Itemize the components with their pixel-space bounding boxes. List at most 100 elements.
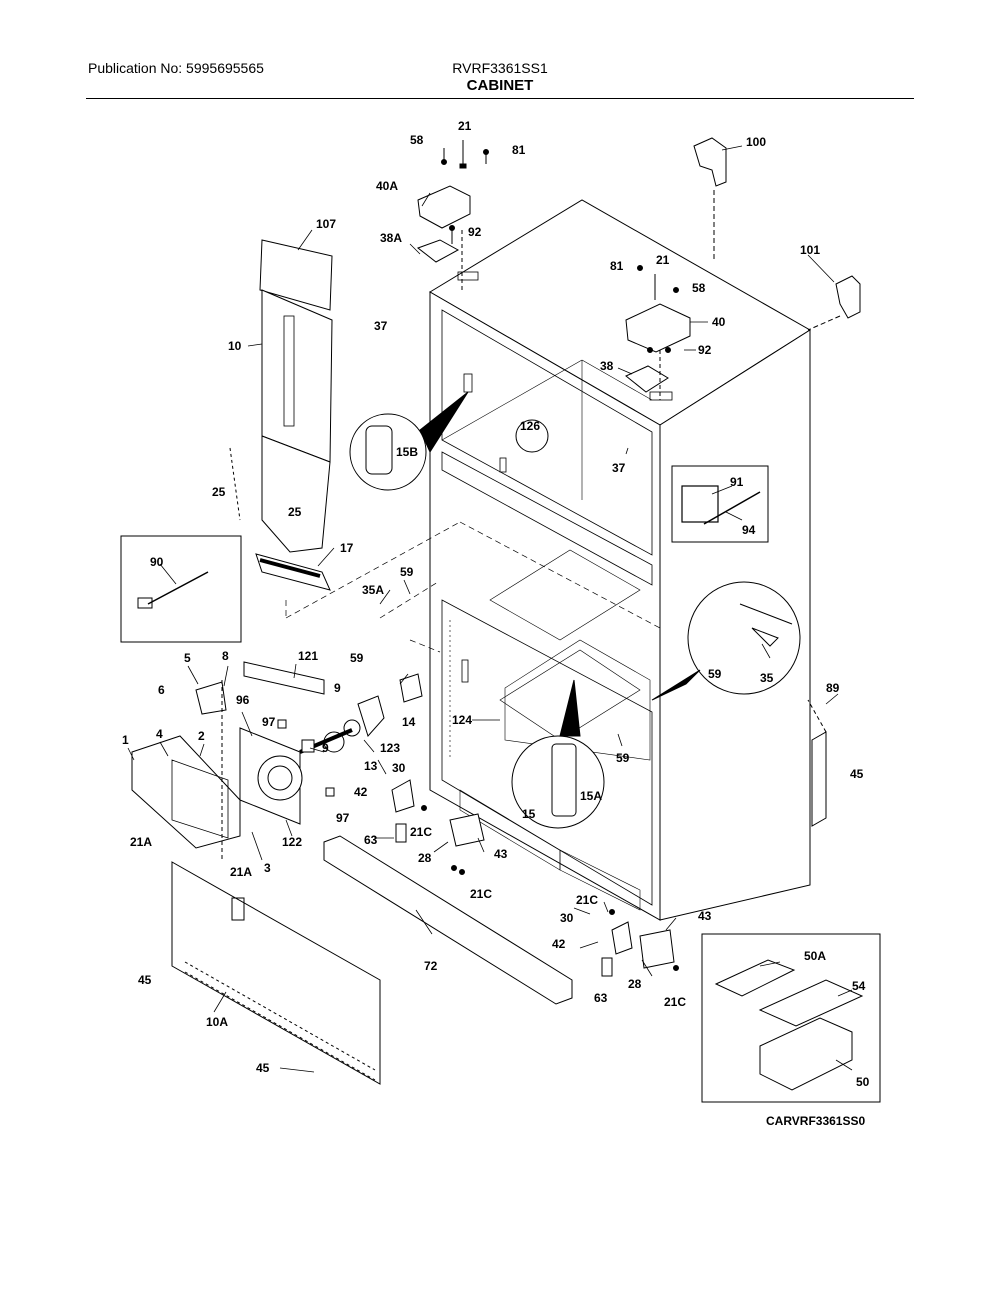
label-1: 1 — [122, 733, 129, 747]
label-59-a: 59 — [400, 565, 414, 579]
label-25-b: 25 — [288, 505, 302, 519]
detail-circle-15B — [349, 391, 469, 491]
label-45-bottom: 45 — [256, 1061, 270, 1075]
label-37-right: 37 — [612, 461, 626, 475]
label-50A: 50A — [804, 949, 826, 963]
label-38: 38 — [600, 359, 614, 373]
label-15: 15 — [522, 807, 536, 821]
callout-labels: 21 58 81 40A 92 38A 100 107 101 81 21 58… — [122, 119, 870, 1128]
label-81: 81 — [512, 143, 526, 157]
label-42-b: 42 — [552, 937, 566, 951]
label-89: 89 — [826, 681, 840, 695]
label-94: 94 — [742, 523, 756, 537]
label-15A: 15A — [580, 789, 602, 803]
label-21C-c: 21C — [576, 893, 598, 907]
label-25-a: 25 — [212, 485, 226, 499]
label-58-right: 58 — [692, 281, 706, 295]
label-58: 58 — [410, 133, 424, 147]
label-6: 6 — [158, 683, 165, 697]
label-28-a: 28 — [418, 851, 432, 865]
label-72: 72 — [424, 959, 438, 973]
label-40A: 40A — [376, 179, 398, 193]
label-21A-b: 21A — [230, 865, 252, 879]
label-9-a: 9 — [334, 681, 341, 695]
label-100: 100 — [746, 135, 766, 149]
label-35: 35 — [760, 671, 774, 685]
publication-number: Publication No: 5995695565 — [88, 60, 264, 76]
label-91: 91 — [730, 475, 744, 489]
label-92: 92 — [468, 225, 482, 239]
label-21C-d: 21C — [664, 995, 686, 1009]
label-37-left: 37 — [374, 319, 388, 333]
label-123: 123 — [380, 741, 400, 755]
label-63-b: 63 — [594, 991, 608, 1005]
label-21-right: 21 — [656, 253, 670, 267]
label-96: 96 — [236, 693, 250, 707]
hinge-cover-brackets — [693, 137, 861, 331]
label-3: 3 — [264, 861, 271, 875]
label-14: 14 — [402, 715, 416, 729]
label-92-right: 92 — [698, 343, 712, 357]
leader-lines — [127, 145, 853, 1073]
detail-circle-15A — [511, 679, 605, 829]
part-126-knob — [515, 419, 549, 453]
kick-plate — [323, 835, 573, 1005]
label-10A: 10A — [206, 1015, 228, 1029]
top-hinge-right — [625, 265, 691, 401]
label-4: 4 — [156, 727, 163, 741]
label-81-right: 81 — [610, 259, 624, 273]
label-50: 50 — [856, 1075, 870, 1089]
label-13: 13 — [364, 759, 378, 773]
label-5: 5 — [184, 651, 191, 665]
label-30-a: 30 — [392, 761, 406, 775]
label-21: 21 — [458, 119, 472, 133]
cabinet-body — [429, 199, 811, 921]
label-97-b: 97 — [336, 811, 350, 825]
label-59-d: 59 — [616, 751, 630, 765]
label-15B: 15B — [396, 445, 418, 459]
side-cover — [807, 699, 827, 827]
label-40: 40 — [712, 315, 726, 329]
label-45-right: 45 — [850, 767, 864, 781]
label-17: 17 — [340, 541, 354, 555]
label-126: 126 — [520, 419, 540, 433]
rear-access-panel — [171, 861, 381, 1085]
label-35A: 35A — [362, 583, 384, 597]
label-2: 2 — [198, 729, 205, 743]
label-9-b: 9 — [322, 741, 329, 755]
label-30-b: 30 — [560, 911, 574, 925]
condenser-fan-group — [131, 661, 423, 860]
label-8: 8 — [222, 649, 229, 663]
label-63-a: 63 — [364, 833, 378, 847]
section-title: CABINET — [466, 77, 534, 94]
label-28-b: 28 — [628, 977, 642, 991]
detail-circle-35 — [651, 581, 801, 701]
label-54: 54 — [852, 979, 866, 993]
control-housing-inset — [701, 933, 881, 1103]
air-duct-assembly — [229, 239, 333, 591]
label-21C-b: 21C — [470, 887, 492, 901]
part-91-94-box — [671, 465, 769, 543]
label-101: 101 — [800, 243, 820, 257]
label-21A-a: 21A — [130, 835, 152, 849]
top-hinge-left — [416, 140, 489, 290]
label-97-a: 97 — [262, 715, 276, 729]
label-43-a: 43 — [494, 847, 508, 861]
label-43-b: 43 — [698, 909, 712, 923]
label-107: 107 — [316, 217, 336, 231]
model-number: RVRF3361SS1 — [452, 60, 548, 76]
label-121: 121 — [298, 649, 318, 663]
part-90-box — [120, 535, 242, 643]
label-90: 90 — [150, 555, 164, 569]
label-59-b: 59 — [350, 651, 364, 665]
label-124: 124 — [452, 713, 472, 727]
label-10: 10 — [228, 339, 242, 353]
figure-code: CARVRF3361SS0 — [766, 1114, 865, 1128]
leveling-hardware — [391, 779, 679, 977]
label-59-c: 59 — [708, 667, 722, 681]
label-42-a: 42 — [354, 785, 368, 799]
assembly-lines — [285, 521, 661, 653]
label-45-left: 45 — [138, 973, 152, 987]
label-38A: 38A — [380, 231, 402, 245]
